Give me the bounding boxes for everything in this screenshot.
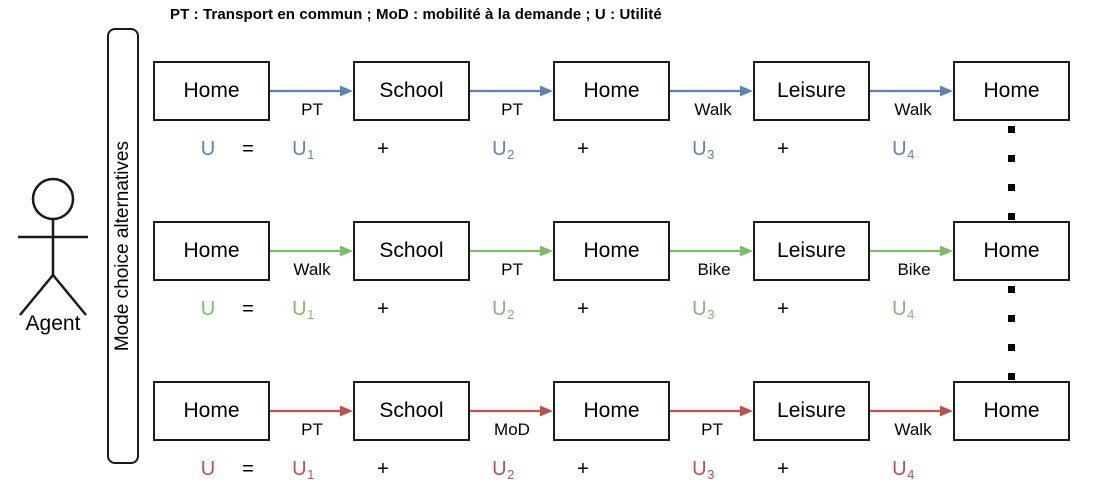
mode-arrow-3-3 <box>670 405 753 417</box>
utility-term-2-1: U1 <box>292 298 315 322</box>
activity-box-home-2-3[interactable]: Home <box>553 221 670 281</box>
mode-arrow-3-2 <box>470 405 553 417</box>
activity-box-home-1-1[interactable]: Home <box>153 61 270 121</box>
mode-arrow-2-3 <box>670 245 753 257</box>
ellipsis-dot <box>1008 315 1015 322</box>
utility-plus-1-2: + <box>577 138 589 160</box>
ellipsis-dot <box>1008 155 1015 162</box>
utility-total-3: U <box>200 458 216 480</box>
utility-term-1-2: U2 <box>492 138 515 162</box>
utility-term-1-1: U1 <box>292 138 315 162</box>
activity-box-home-3-5[interactable]: Home <box>953 381 1070 441</box>
activity-box-leisure-3-4[interactable]: Leisure <box>753 381 870 441</box>
mode-arrow-1-4 <box>870 85 953 97</box>
ellipsis-dots-between-row2-row3 <box>1008 286 1015 380</box>
mode-arrow-1-2 <box>470 85 553 97</box>
utility-plus-3-3: + <box>777 458 789 480</box>
mode-arrow-2-2 <box>470 245 553 257</box>
stick-figure-icon <box>18 177 88 316</box>
mode-label-1-2: PT <box>501 100 523 119</box>
activity-box-home-2-1[interactable]: Home <box>153 221 270 281</box>
mode-arrow-1-1 <box>270 85 353 97</box>
mode-choice-bracket <box>107 28 139 464</box>
utility-term-3-1: U1 <box>292 458 315 482</box>
utility-total-2: U <box>200 298 216 320</box>
mode-label-3-2: MoD <box>494 420 530 439</box>
utility-term-3-3: U3 <box>692 458 715 482</box>
mode-label-2-1: Walk <box>293 260 331 279</box>
mode-arrow-3-4 <box>870 405 953 417</box>
mode-label-2-4: Bike <box>897 260 931 279</box>
activity-box-leisure-2-4[interactable]: Leisure <box>753 221 870 281</box>
bracket-label: Mode choice alternatives <box>112 140 133 352</box>
utility-total-1: U <box>200 138 216 160</box>
mode-label-1-4: Walk <box>894 100 932 119</box>
utility-equals-3: = <box>242 458 254 480</box>
mode-label-3-3: PT <box>701 420 723 439</box>
utility-equals-1: = <box>242 138 254 160</box>
utility-term-3-2: U2 <box>492 458 515 482</box>
ellipsis-dot <box>1008 344 1015 351</box>
ellipsis-dot <box>1008 126 1015 133</box>
utility-plus-3-2: + <box>577 458 589 480</box>
utility-plus-2-2: + <box>577 298 589 320</box>
activity-box-home-3-3[interactable]: Home <box>553 381 670 441</box>
utility-term-3-4: U4 <box>892 458 915 482</box>
mode-label-1-3: Walk <box>694 100 732 119</box>
ellipsis-dot <box>1008 184 1015 191</box>
activity-box-home-1-3[interactable]: Home <box>553 61 670 121</box>
utility-plus-3-1: + <box>377 458 389 480</box>
ellipsis-dot <box>1008 213 1015 220</box>
mode-label-1-1: PT <box>301 100 323 119</box>
activity-box-school-1-2[interactable]: School <box>353 61 470 121</box>
utility-plus-1-3: + <box>777 138 789 160</box>
ellipsis-dot <box>1008 373 1015 380</box>
ellipsis-dots-between-row1-row2 <box>1008 126 1015 220</box>
ellipsis-dot <box>1008 286 1015 293</box>
mode-arrow-1-3 <box>670 85 753 97</box>
utility-term-1-3: U3 <box>692 138 715 162</box>
utility-term-2-3: U3 <box>692 298 715 322</box>
activity-box-school-3-2[interactable]: School <box>353 381 470 441</box>
activity-box-home-1-5[interactable]: Home <box>953 61 1070 121</box>
legend-caption: PT : Transport en commun ; MoD : mobilit… <box>170 6 662 23</box>
mode-arrow-3-1 <box>270 405 353 417</box>
utility-plus-2-3: + <box>777 298 789 320</box>
mode-arrow-2-1 <box>270 245 353 257</box>
utility-plus-2-1: + <box>377 298 389 320</box>
mode-label-2-2: PT <box>501 260 523 279</box>
utility-equals-2: = <box>242 298 254 320</box>
utility-plus-1-1: + <box>377 138 389 160</box>
agent-label: Agent <box>25 312 81 335</box>
mode-label-3-4: Walk <box>894 420 932 439</box>
mode-label-2-3: Bike <box>697 260 731 279</box>
utility-term-1-4: U4 <box>892 138 915 162</box>
utility-term-2-2: U2 <box>492 298 515 322</box>
activity-box-home-3-1[interactable]: Home <box>153 381 270 441</box>
activity-box-leisure-1-4[interactable]: Leisure <box>753 61 870 121</box>
mode-arrow-2-4 <box>870 245 953 257</box>
mode-label-3-1: PT <box>301 420 323 439</box>
activity-box-school-2-2[interactable]: School <box>353 221 470 281</box>
mode-choice-bracket-text: Mode choice alternatives <box>107 28 139 464</box>
utility-term-2-4: U4 <box>892 298 915 322</box>
activity-box-home-2-5[interactable]: Home <box>953 221 1070 281</box>
agent-figure <box>8 175 98 350</box>
